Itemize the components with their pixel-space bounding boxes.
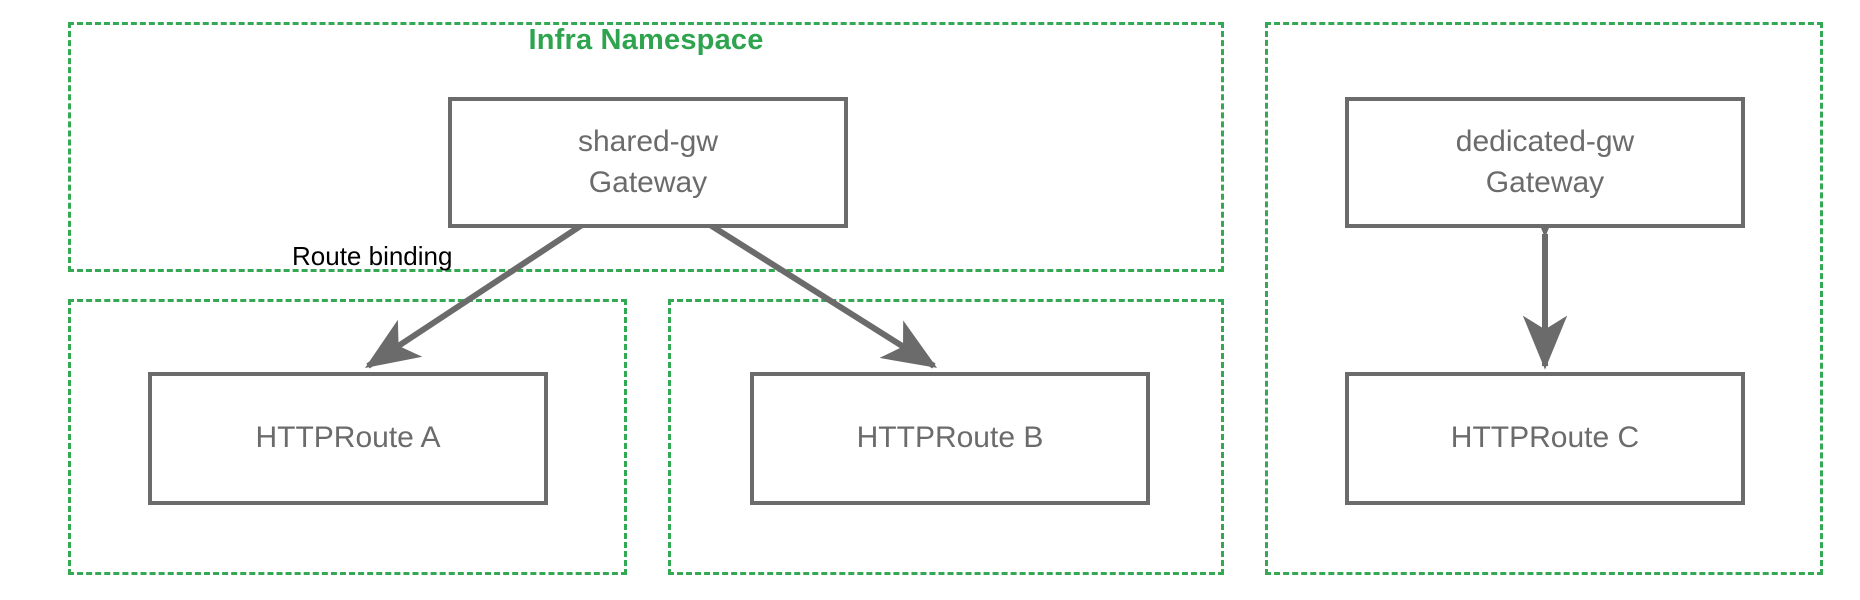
- resource-box-dedicated-gw[interactable]: dedicated-gw Gateway: [1345, 97, 1745, 228]
- resource-box-httproute-b[interactable]: HTTPRoute B: [750, 372, 1150, 505]
- resource-kind-dedicated-gw: Gateway: [1485, 165, 1605, 199]
- resource-name-httproute-a: HTTPRoute A: [255, 421, 441, 455]
- namespace-box-a: [68, 299, 627, 575]
- resource-box-shared-gw[interactable]: shared-gw Gateway: [448, 97, 848, 228]
- namespace-box-c: [1265, 22, 1823, 575]
- namespace-label-infra: Infra Namespace: [528, 24, 764, 56]
- edge-label-route-binding: Route binding: [292, 241, 453, 271]
- resource-box-httproute-a[interactable]: HTTPRoute A: [148, 372, 548, 505]
- resource-name-shared-gw: shared-gw: [577, 125, 719, 158]
- resource-name-httproute-b: HTTPRoute B: [856, 421, 1044, 455]
- resource-name-dedicated-gw: dedicated-gw: [1455, 125, 1635, 158]
- namespace-box-b: [668, 299, 1224, 575]
- resource-kind-shared-gw: Gateway: [588, 165, 708, 199]
- resource-box-httproute-c[interactable]: HTTPRoute C: [1345, 372, 1745, 505]
- resource-name-httproute-c: HTTPRoute C: [1450, 421, 1640, 455]
